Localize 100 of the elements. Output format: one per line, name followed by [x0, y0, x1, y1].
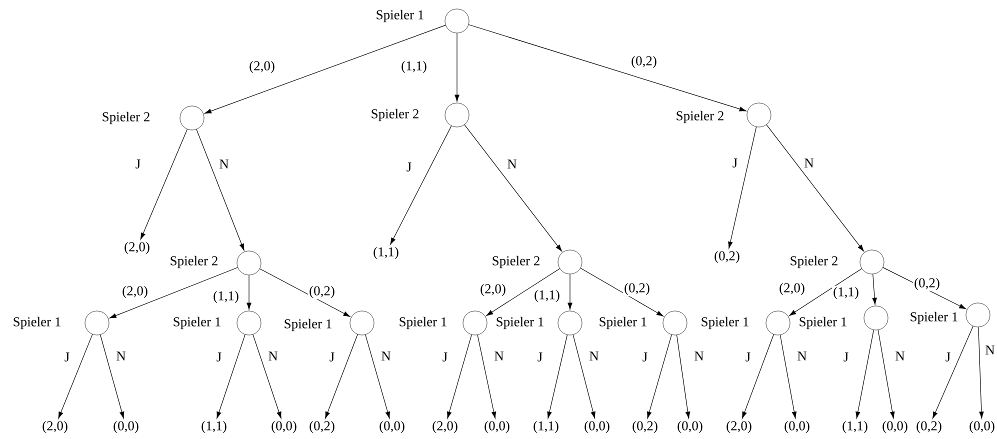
- edge-label: (1,1): [533, 288, 561, 304]
- arrow: [878, 330, 895, 419]
- arrow: [100, 334, 124, 419]
- arrow: [766, 124, 864, 252]
- edge-label: (0,2): [630, 54, 658, 70]
- payoff-label: (2,0): [432, 420, 458, 434]
- decision-node: [236, 250, 262, 276]
- payoff-label: (0,0): [380, 420, 404, 434]
- arrow: [477, 334, 496, 419]
- payoff-label: (0,2): [632, 420, 658, 434]
- decision-node: [84, 310, 110, 336]
- edge-label: N: [506, 158, 518, 170]
- player-label: Spieler 2: [676, 110, 724, 124]
- decision-node: [444, 8, 470, 34]
- arrow: [468, 24, 746, 112]
- payoff-label: (0,0): [784, 420, 810, 434]
- arrow: [365, 334, 390, 419]
- payoff-label: (0,0): [114, 420, 138, 434]
- payoff-label: (0,2): [714, 250, 740, 264]
- decision-node: [558, 310, 582, 336]
- player-label: Spieler 1: [600, 316, 646, 330]
- arrow: [780, 334, 797, 419]
- decision-node: [860, 250, 884, 274]
- arrow: [140, 128, 188, 240]
- arrow: [647, 334, 672, 419]
- arrow: [978, 326, 984, 418]
- edge-label: (2,0): [778, 282, 806, 296]
- payoff-label: (0,0): [272, 420, 296, 434]
- payoff-label: (1,1): [374, 246, 398, 260]
- arrow: [789, 268, 862, 316]
- arrow: [246, 274, 252, 310]
- arrow: [932, 326, 974, 419]
- player-label: Spieler 1: [284, 318, 332, 332]
- arrow: [252, 334, 282, 419]
- edge-label: (2,0): [121, 284, 149, 300]
- edge-label: N: [218, 158, 230, 170]
- player-label: Spieler 2: [170, 256, 218, 268]
- payoff-label: (1,1): [534, 420, 558, 434]
- edge-label: (1,1): [212, 290, 240, 304]
- edge-label: J: [441, 352, 449, 362]
- edge-label: J: [536, 352, 544, 362]
- arrow: [390, 126, 452, 245]
- decision-node: [350, 310, 374, 336]
- edge-label: N: [693, 350, 705, 362]
- edge-label: N: [796, 350, 808, 362]
- arrow: [196, 129, 244, 251]
- player-label: Spieler 1: [376, 10, 424, 22]
- payoff-label: (0,0): [678, 420, 702, 434]
- edge-label: (2,0): [479, 282, 507, 298]
- player-label: Spieler 2: [372, 108, 418, 122]
- arrow: [259, 268, 350, 317]
- payoff-label: (0,0): [970, 420, 994, 434]
- arrow: [676, 334, 690, 419]
- edge-label: (0,2): [623, 282, 651, 296]
- arrow: [109, 267, 238, 318]
- edge-label: N: [267, 350, 279, 362]
- edge-label: J: [842, 352, 850, 362]
- edge-label: N: [380, 350, 392, 362]
- decision-node: [864, 306, 888, 330]
- edge-label: N: [588, 350, 600, 362]
- edge-label: (0,2): [913, 276, 941, 292]
- decision-node: [558, 250, 582, 274]
- edge-label: J: [405, 162, 413, 172]
- payoff-label: (0,0): [882, 420, 908, 434]
- arrow: [58, 334, 93, 419]
- payoff-label: (0,0): [484, 420, 510, 434]
- payoff-label: (2,0): [124, 242, 150, 254]
- player-label: Spieler 2: [102, 112, 150, 124]
- edge-label: J: [215, 352, 223, 362]
- player-label: Spieler 1: [702, 316, 748, 330]
- payoff-label: (2,0): [42, 420, 68, 434]
- arrow: [856, 330, 874, 419]
- player-label: Spieler 1: [174, 316, 220, 330]
- player-label: Spieler 1: [496, 316, 544, 330]
- edge-label: N: [493, 350, 505, 362]
- arrow: [547, 334, 568, 419]
- edge-label: J: [744, 352, 752, 362]
- arrow: [447, 334, 472, 419]
- edge-label: (1,1): [400, 60, 428, 74]
- decision-node: [180, 106, 204, 130]
- arrow: [568, 274, 572, 310]
- payoff-label: (1,1): [842, 420, 868, 434]
- arrow: [325, 334, 358, 419]
- player-label: Spieler 1: [400, 316, 446, 330]
- edge-label: J: [731, 158, 739, 168]
- decision-node: [462, 310, 488, 336]
- decision-node: [662, 310, 688, 336]
- arrow: [580, 268, 664, 316]
- arrow: [216, 334, 246, 419]
- arrow: [872, 274, 877, 305]
- arrow: [882, 267, 966, 310]
- arrow: [728, 126, 757, 249]
- arrow: [454, 32, 460, 102]
- arrow: [742, 334, 774, 419]
- decision-node: [444, 102, 470, 128]
- edge-label: (2,0): [248, 60, 276, 74]
- player-label: Spieler 1: [910, 312, 958, 324]
- decision-node: [966, 302, 990, 328]
- player-label: Spieler 1: [14, 316, 60, 330]
- payoff-label: (1,1): [202, 420, 226, 434]
